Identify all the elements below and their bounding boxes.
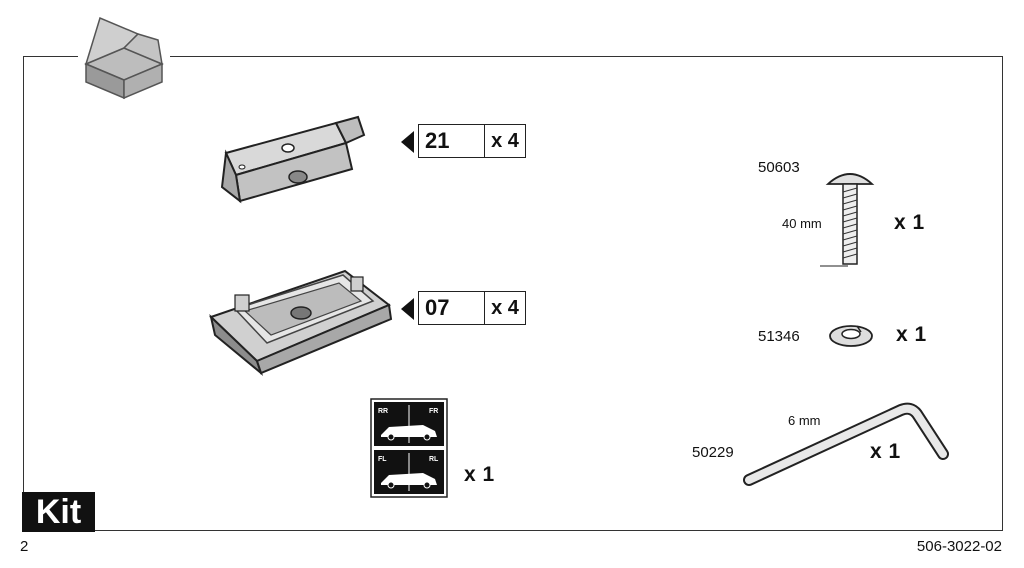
sticker-quantity: x 1 xyxy=(464,463,495,486)
washer-quantity: x 1 xyxy=(896,323,927,346)
bolt-icon xyxy=(820,173,875,267)
bolt-length: 40 mm xyxy=(782,216,822,231)
page-frame xyxy=(23,56,1003,531)
sticker-label-rr: RR xyxy=(378,408,388,415)
sticker-icon: RR FR FL RL xyxy=(370,398,448,498)
sticker-label-rl: RL xyxy=(429,456,439,463)
foot-quantity: x 4 xyxy=(491,296,519,319)
bracket-ref-number: 21 xyxy=(419,125,486,157)
sticker-label-fl: FL xyxy=(378,456,387,463)
key-part-number: 50229 xyxy=(692,444,734,461)
washer-part-number: 51346 xyxy=(758,328,800,345)
key-size: 6 mm xyxy=(788,413,821,428)
document-number: 506-3022-02 xyxy=(916,538,1002,555)
kit-label: Kit xyxy=(22,492,95,532)
bolt-part-number: 50603 xyxy=(758,159,800,176)
bracket-quantity: x 4 xyxy=(491,129,519,152)
hex-key-icon xyxy=(743,402,949,486)
page-number: 2 xyxy=(20,538,29,555)
bracket-icon xyxy=(220,115,366,204)
bracket-pointer xyxy=(401,131,414,153)
bolt-quantity: x 1 xyxy=(894,211,925,234)
foot-ref-box: 07 x 4 xyxy=(418,291,526,325)
key-quantity: x 1 xyxy=(870,440,901,463)
bracket-ref-box: 21 x 4 xyxy=(418,124,526,158)
washer-icon xyxy=(829,325,873,347)
foot-ref-number: 07 xyxy=(419,292,486,324)
open-box-icon xyxy=(84,16,164,100)
foot-pointer xyxy=(401,298,414,320)
sticker-label-fr: FR xyxy=(429,408,438,415)
foot-icon xyxy=(209,269,393,376)
